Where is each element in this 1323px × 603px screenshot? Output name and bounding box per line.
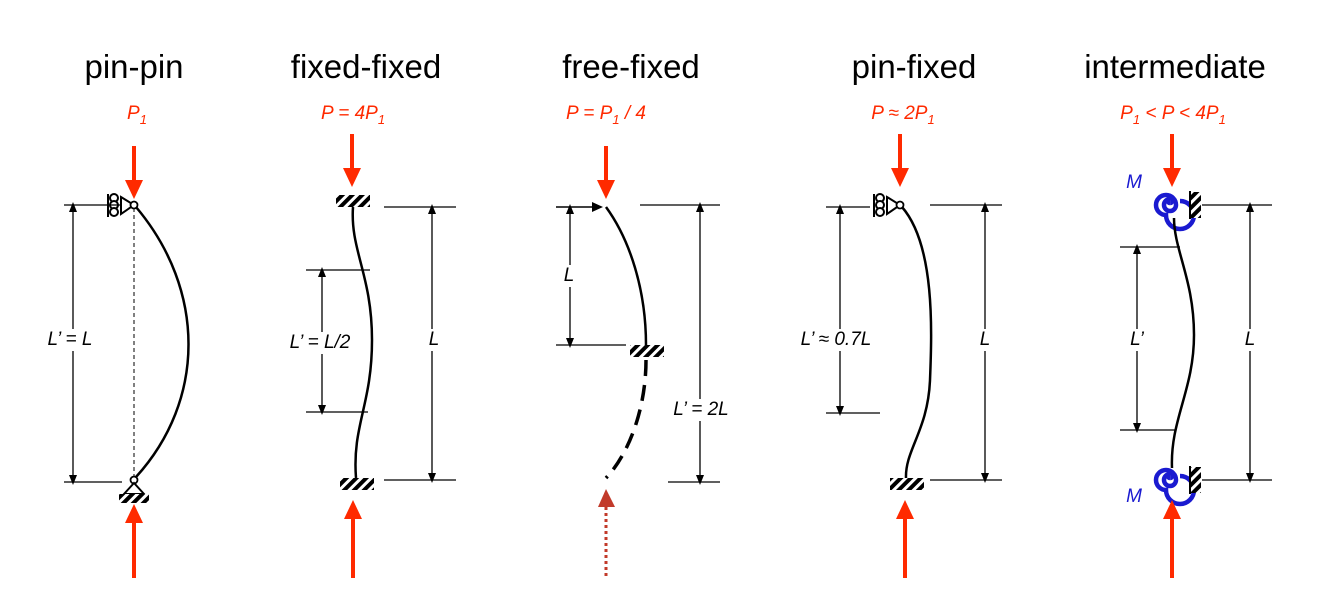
pin-support-icon bbox=[119, 475, 149, 503]
load-subscript: 1 bbox=[377, 111, 386, 127]
top-load-arrow bbox=[891, 134, 909, 187]
top-load-arrow bbox=[597, 146, 615, 199]
panel-fixed-fixed bbox=[306, 134, 456, 578]
panel-intermediate bbox=[1120, 134, 1272, 578]
title-pin-pin: pin-pin bbox=[84, 48, 184, 85]
dimension-lines bbox=[556, 202, 720, 485]
load-base: P bbox=[1120, 103, 1133, 124]
bottom-load-arrow bbox=[896, 500, 914, 578]
load-label-free-fixed: P = P1 / 4 bbox=[566, 103, 646, 127]
length-free-fixed: L bbox=[561, 265, 577, 287]
load-suffix: < P < 4P bbox=[1140, 103, 1219, 124]
length-pin-fixed: L bbox=[977, 329, 993, 351]
effective-length-intermediate: L’ bbox=[1128, 329, 1146, 351]
buckled-column bbox=[135, 206, 190, 478]
load-label-fixed-fixed: P = 4P1 bbox=[321, 103, 385, 127]
effective-length-pin-fixed: L’ ≈ 0.7L bbox=[798, 329, 874, 351]
effective-length-fixed-fixed: L’ = L/2 bbox=[287, 332, 353, 354]
buckled-column bbox=[901, 206, 933, 479]
mirrored-column-dashed bbox=[604, 359, 648, 480]
load-subscript-2: 1 bbox=[1218, 111, 1226, 127]
load-label-pin-fixed: P ≈ 2P1 bbox=[871, 103, 934, 127]
top-load-arrow bbox=[125, 146, 143, 199]
load-label-intermediate: P1 < P < 4P1 bbox=[1120, 103, 1226, 127]
roller-support-icon bbox=[873, 193, 905, 217]
top-load-arrow bbox=[343, 134, 361, 187]
rotational-spring-bottom-icon bbox=[1153, 466, 1201, 507]
bottom-load-arrow bbox=[344, 500, 362, 578]
load-subscript: 1 bbox=[139, 111, 147, 127]
load-base: P = 4P bbox=[320, 103, 378, 124]
sway-arrow bbox=[556, 202, 603, 212]
load-subscript: 1 bbox=[1132, 111, 1141, 127]
bottom-load-arrow bbox=[125, 504, 143, 578]
bottom-load-arrow bbox=[1163, 500, 1181, 578]
panel-free-fixed bbox=[556, 146, 720, 578]
rotational-spring-top-icon bbox=[1153, 191, 1201, 232]
load-label-pin-pin: P1 bbox=[127, 103, 147, 127]
load-suffix: / 4 bbox=[619, 103, 646, 124]
title-intermediate: intermediate bbox=[1084, 48, 1266, 85]
moment-label-top: M bbox=[1126, 172, 1142, 193]
fixed-support-top-icon bbox=[336, 195, 370, 207]
top-load-arrow bbox=[1163, 134, 1181, 187]
title-free-fixed: free-fixed bbox=[562, 48, 700, 85]
panel-pin-pin bbox=[64, 146, 190, 578]
title-fixed-fixed: fixed-fixed bbox=[290, 48, 442, 85]
effective-length-pin-pin: L’ = L bbox=[45, 329, 95, 351]
load-base: P = P bbox=[566, 103, 613, 124]
title-pin-fixed: pin-fixed bbox=[851, 48, 977, 85]
effective-length-free-fixed: L’ = 2L bbox=[671, 399, 731, 421]
load-subscript: 1 bbox=[612, 111, 620, 127]
panel-pin-fixed bbox=[826, 134, 1002, 578]
length-fixed-fixed: L bbox=[426, 329, 442, 351]
length-intermediate: L bbox=[1242, 329, 1258, 351]
load-base: P bbox=[127, 103, 140, 124]
fixed-support-icon bbox=[630, 345, 664, 357]
fixed-support-bottom-icon bbox=[340, 478, 374, 490]
buckled-column bbox=[351, 206, 374, 479]
buckled-column bbox=[604, 206, 648, 346]
moment-label-bottom: M bbox=[1126, 486, 1142, 507]
mirrored-load-arrow bbox=[598, 489, 615, 578]
fixed-support-icon bbox=[890, 478, 924, 490]
load-subscript: 1 bbox=[927, 111, 935, 127]
load-base: P ≈ 2P bbox=[871, 103, 928, 124]
